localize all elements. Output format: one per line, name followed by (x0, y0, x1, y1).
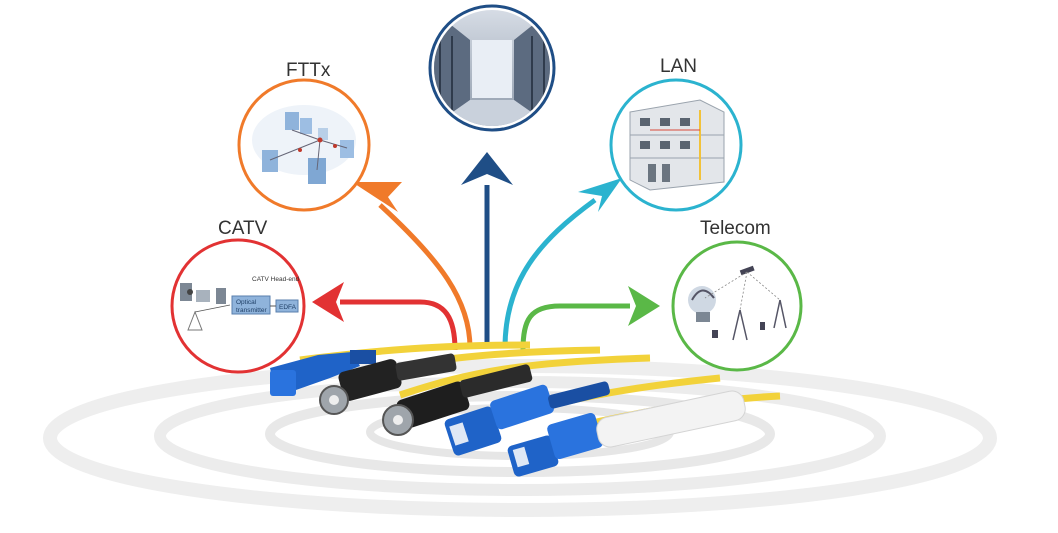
lc-connector-blue-white (507, 390, 746, 477)
catv-label: CATV (218, 218, 268, 239)
telecom-label: Telecom (700, 218, 771, 239)
catv-circle: CATV Head-end Optical transmitter EDFA (170, 238, 306, 374)
lc-connector-blue-left (270, 350, 376, 396)
telecom-network-illustration (688, 265, 787, 341)
lan-label: LAN (660, 56, 697, 77)
sc-connector-blue (444, 381, 610, 456)
st-connector-black-2 (382, 364, 533, 436)
lan-arrow (502, 178, 622, 349)
telecom-arrow (520, 286, 660, 351)
fttx-network-illustration (252, 105, 356, 184)
catv-headend-illustration: CATV Head-end Optical transmitter EDFA (180, 276, 300, 331)
telecom-circle (671, 240, 803, 372)
office-building-illustration (629, 99, 725, 191)
fiber-cable-bundle (270, 341, 781, 477)
fttx-label: FTTx (286, 60, 331, 81)
catv-arrow (312, 282, 458, 351)
datacenter-arrow (461, 152, 513, 348)
catv-headend-label: CATV Head-end (252, 276, 300, 283)
optical-transmitter-label-1: Optical (236, 299, 257, 306)
floor-rings (43, 359, 997, 517)
optical-transmitter-label-2: transmitter (236, 307, 268, 314)
edfa-label: EDFA (279, 304, 297, 311)
fttx-circle (237, 78, 371, 212)
fttx-arrow (352, 182, 473, 349)
fc-connector-black-1 (319, 353, 457, 415)
datacenter-circle (428, 4, 556, 132)
lan-circle (609, 78, 743, 212)
